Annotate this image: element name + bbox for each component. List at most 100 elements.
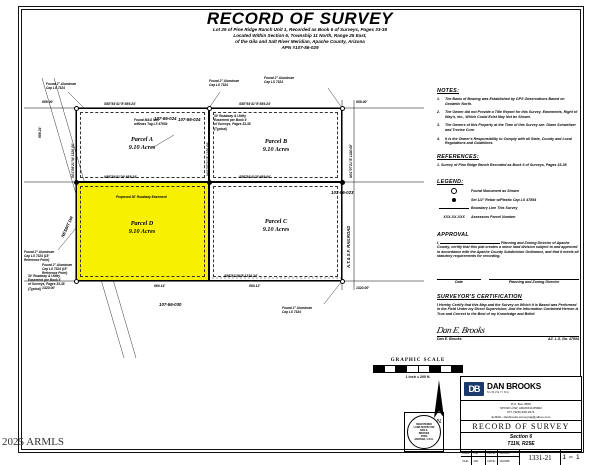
seal-line-6: ARIZONA, U.S.A. [414,438,434,441]
checked-row: CHK. dhb DATE: 10/2025 [461,457,519,465]
parcel-b-name: Parcel B [264,138,288,145]
note-number: 3. [437,123,440,128]
title-block-doc-type: RECORD OF SURVEY [461,421,581,434]
section-line-2: T11N, R25E [507,440,535,447]
monument-point-e [340,180,346,186]
sheet-number-cell: SHEET 1 OF 1 [561,450,581,465]
distance-top-far-left: 659.00' [42,100,54,104]
seal-inner: REGISTERED LAND SURVEYOR DAN E. BROOKS 4… [407,415,441,449]
distance-bottom-right: 660.12' [249,284,261,288]
parcel-a-label: Parcel A 9.10 Acres [102,136,182,152]
reference-item: 1. Survey of Pine Ridge Ranch Recorded a… [437,162,567,167]
title-block-footer: DWN. mjb DATE: 10/2025 CHK. dhb DATE: 10… [461,449,581,465]
company-logo-row: DB DAN BROOKS SURVEYING [461,377,581,401]
seal-line-4: BROOKS [418,432,430,435]
legend-label: Boundary Line This Survey [471,206,518,211]
address-line-1: P.O. Box 3569 [511,402,531,406]
company-subtitle: SURVEYING [487,391,510,394]
monument-point-w [74,180,80,186]
date-label-1: DATE: [486,449,498,457]
bearing-east-line: N01°07'21"E 1320.00' [349,144,353,178]
references-heading: REFERENCES: [437,153,479,160]
parcel-d-boundary-highlighted [76,182,209,281]
surveyor-seal: REGISTERED LAND SURVEYOR DAN E. BROOKS 4… [404,412,444,452]
note-text: The Owner did not Provide a Title Report… [445,110,578,119]
parcel-d-easement-inset [80,186,205,277]
monument-point-se [340,279,346,285]
subtitle-line-3: of the Gila and Salt River Meridian, Apa… [235,38,365,44]
approval-prefix: I, [437,240,440,245]
seal-line-2: LAND SURVEYOR [413,426,435,429]
parcel-a-name: Parcel A [131,136,153,143]
subtitle-line-2: Located Within Section 6, Township 11 No… [233,32,367,38]
date-value-2: 10/2025 [499,458,510,463]
approval-date-field[interactable]: Date [437,272,481,284]
sheet-of-label: OF [568,455,574,460]
monument-point-ne [340,106,346,112]
graphic-scale-caption: 1 inch = 200 ft. [405,374,431,379]
approval-director-field[interactable]: Planning and Zoning Director [489,272,579,284]
chk-value: dhb [472,457,486,465]
subtitle-line-1: Lot 29 of Pine Ridge Ranch Unit 1, Recor… [212,27,388,32]
note-number: 2. [437,110,440,115]
seal-line-1: REGISTERED [416,423,432,426]
note-item: 1. The Basis of Bearing was Established … [437,97,579,106]
surveyor-name-label: Dan E. Brooks [437,336,462,341]
apn-label-023: 107-56-023 [331,190,354,195]
sheet-of: 1 [575,453,580,461]
distance-top-far-right: 659.00' [356,100,368,104]
parcel-b-easement-inset [213,112,338,178]
parcel-c-label: Parcel C 9.10 Acres [236,218,316,234]
bearing-mid-right: S88°54'41"E 659.00' [239,175,271,179]
certification-signature-block: Dan E. Brooks Dan E. Brooks AZ. L.S. No.… [436,325,579,341]
monument-point-n [207,106,213,112]
job-label: JOB NO. [533,449,547,454]
notes-heading: NOTES: [437,88,460,94]
parcel-c-name: Parcel C [264,218,288,225]
title-block-section: Section 6 T11N, R25E [461,433,581,450]
page-subtitle: Lot 29 of Pine Ridge Ranch Unit 1, Recor… [140,27,460,51]
bearing-center-line: N01°07'21"E 1320.00' [206,142,210,176]
apn-label-030: 107-56-030 [159,302,182,307]
note-number: 1. [437,97,440,101]
note-text: The Basis of Bearing was Established by … [445,97,565,106]
distance-bottom-far-right: 1320.00' [356,286,370,290]
proposed-easement-text: Proposed 30' Roadway Easement [116,195,167,199]
approval-date-label: Date [455,279,463,284]
drawn-row: DWN. mjb DATE: 10/2025 [461,449,519,458]
approval-name-blank[interactable] [440,242,500,244]
bearing-bottom: S88°51'39"E 1318.24' [224,274,258,278]
apn-format-icon: XXX-XX-XXX [443,214,465,219]
parcel-a-easement-inset [80,112,205,178]
approval-signature-row: Date Planning and Zoning Director [437,272,579,284]
apn-top-024: 107-56-024 [178,117,201,122]
seal-line-3: DAN E. [419,429,429,432]
sheet-outer-border [18,6,584,453]
apn-label-024: 107-56-024 [154,116,177,121]
survey-map: Parcel A 9.10 Acres Parcel B 9.10 Acres … [24,76,444,423]
parcel-c-easement-inset [213,186,338,277]
legend-label: Set 1/2" Rebar w/Plastic Cap LS 47854 [471,197,537,202]
legend-row: Set 1/2" Rebar w/Plastic Cap LS 47854 [437,197,579,203]
legend-body: Found Monument as Shown Set 1/2" Rebar w… [437,188,579,219]
bearing-west-line: S01°08'21"W 1320.00' [71,143,75,178]
distance-bottom-left: 660.14' [154,284,166,288]
legend-row: Boundary Line This Survey [437,205,579,211]
address-line-3: PH. (928) 308-2471 [507,410,535,415]
subtitle-line-4: APN #107-56-029 [281,44,319,50]
page-title: RECORD OF SURVEY [206,9,394,28]
parcel-b-boundary [209,108,342,182]
boundary-line-icon [437,205,471,211]
svg-text:N: N [436,418,441,423]
distance-bottom-far-left: 1320.00' [42,286,56,290]
armls-watermark: 2025 ARMLS [2,436,65,448]
monument-point-sw [74,279,80,285]
bearing-top-right: S88°54'41"E 659.24' [239,102,271,106]
legend-row: XXX-XX-XXX Assessors Parcel Number [437,214,579,220]
company-address: P.O. Box 3569 SHOW LOW, ARIZONA 85902 PH… [461,401,581,422]
